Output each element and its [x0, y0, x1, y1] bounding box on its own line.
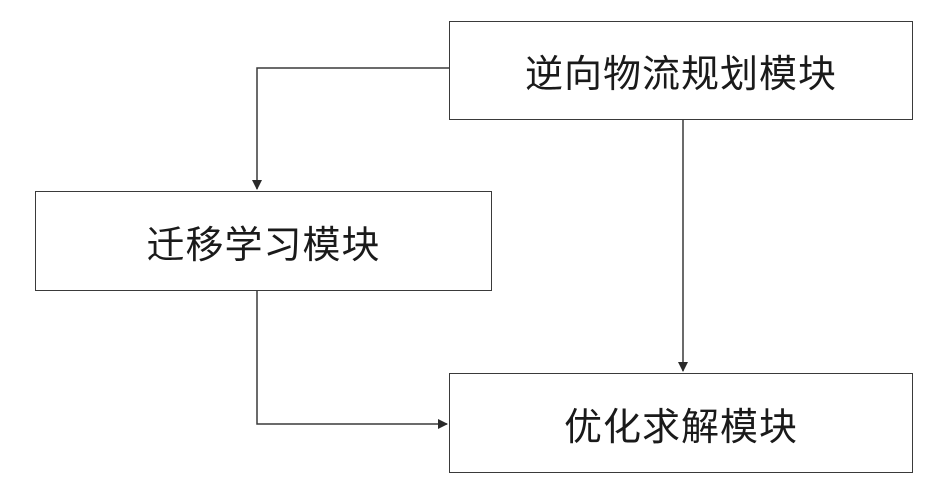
optimization-module-box: 优化求解模块 — [449, 373, 913, 473]
edge-reverse-to-transfer — [257, 68, 449, 189]
edge-transfer-to-optimize — [257, 291, 447, 424]
transfer-learning-module-label: 迁移学习模块 — [146, 214, 380, 269]
transfer-learning-module-box: 迁移学习模块 — [35, 191, 492, 291]
reverse-logistics-module-box: 逆向物流规划模块 — [449, 21, 913, 120]
reverse-logistics-module-label: 逆向物流规划模块 — [525, 43, 837, 98]
optimization-module-label: 优化求解模块 — [564, 396, 798, 451]
